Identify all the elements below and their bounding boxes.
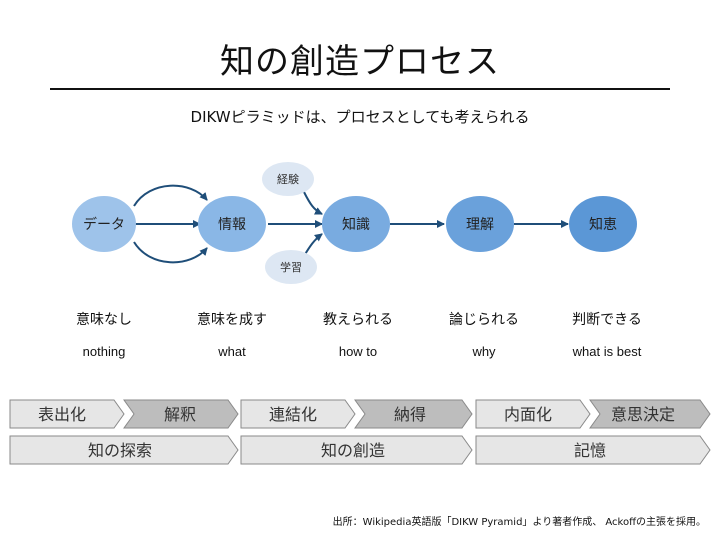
data-node <box>72 196 136 252</box>
knowledge-node <box>322 196 390 252</box>
knowledge-node-label: 知識 <box>342 216 370 233</box>
stage-conviction-label: 納得 <box>394 405 426 424</box>
english-information: what <box>218 344 246 359</box>
english-data: nothing <box>82 344 126 359</box>
stage-decision-making <box>589 399 711 429</box>
meaning-knowledge: 教えられる <box>323 312 393 328</box>
phase-memory-label: 記憶 <box>574 441 606 460</box>
phase-knowledge-exploration <box>9 435 239 465</box>
learning-node <box>265 250 317 284</box>
stage-decision-making-label: 意思決定 <box>611 405 675 424</box>
phase-knowledge-creation <box>240 435 473 465</box>
english-understanding: why <box>472 344 496 359</box>
learning-label: 学習 <box>280 260 302 274</box>
stage-externalization <box>9 399 125 429</box>
stage-combination <box>240 399 356 429</box>
arrow-data-to-info-upper <box>133 184 208 207</box>
meaning-wisdom: 判断できる <box>572 312 642 328</box>
arrow-experience-to-knowledge <box>303 191 323 215</box>
understanding-node <box>446 196 514 252</box>
data-node-label: データ <box>83 216 125 233</box>
stage-internalization-label: 内面化 <box>504 405 552 424</box>
phase-knowledge-exploration-label: 知の探索 <box>88 441 152 460</box>
arrow-learning-to-knowledge <box>303 233 323 257</box>
stage-conviction <box>354 399 473 429</box>
process-stage-bars: 表出化 解釈 連結化 納得 内面化 意思決定 知の探索 知の創造 記憶 <box>9 399 711 465</box>
english-knowledge: how to <box>338 344 378 359</box>
page-title: 知の創造プロセス <box>220 42 500 82</box>
wisdom-node-label: 知恵 <box>589 216 617 233</box>
information-node-label: 情報 <box>218 217 246 233</box>
source-citation: 出所：Wikipedia英語版「DIKW Pyramid」より著者作成、 Ack… <box>332 517 706 528</box>
stage-interpretation-label: 解釈 <box>164 405 196 424</box>
information-node <box>198 196 266 252</box>
phase-knowledge-creation-label: 知の創造 <box>321 441 385 460</box>
understanding-node-label: 理解 <box>466 217 494 233</box>
english-wisdom: what is best <box>572 344 642 359</box>
stage-combination-label: 連結化 <box>269 405 317 424</box>
meaning-understanding: 論じられる <box>449 312 519 328</box>
meaning-information: 意味を成す <box>197 312 267 328</box>
title-underline <box>50 88 670 90</box>
subtitle: DIKWピラミッドは、プロセスとしても考えられる <box>190 108 530 126</box>
stage-externalization-label: 表出化 <box>38 405 86 424</box>
experience-label: 経験 <box>277 172 299 186</box>
dikw-flow-diagram: 経験 学習 データ 情報 知識 理解 知恵 <box>72 162 637 284</box>
arrow-data-to-info-lower <box>133 241 208 264</box>
stage-internalization <box>475 399 591 429</box>
experience-node <box>262 162 314 196</box>
meaning-data: 意味なし <box>76 312 132 328</box>
phase-memory <box>475 435 711 465</box>
wisdom-node <box>569 196 637 252</box>
stage-interpretation <box>123 399 239 429</box>
